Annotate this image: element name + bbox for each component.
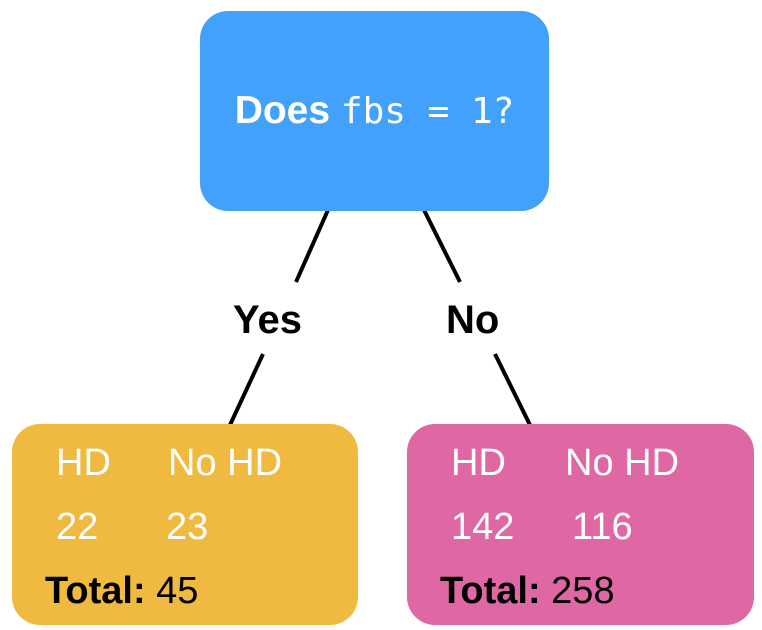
leaf-total-label: Total: — [45, 570, 146, 612]
leaf-value-no-hd: 116 — [572, 506, 633, 548]
leaf-total: Total: 45 — [45, 572, 198, 610]
root-decision-node: Does fbs = 1? — [200, 11, 549, 211]
leaf-total-label: Total: — [440, 570, 541, 612]
branch-label-no: No — [446, 298, 500, 342]
leaf-header-no-hd: No HD — [168, 442, 283, 484]
root-question: Does fbs = 1? — [235, 89, 515, 133]
branch-label-yes: Yes — [233, 298, 302, 342]
edge-root-to-yes — [294, 209, 330, 283]
leaf-total-value: 258 — [551, 570, 615, 612]
leaf-total-value: 45 — [156, 570, 199, 612]
leaf-node-yes: HD No HD 22 23 Total: 45 — [12, 424, 358, 625]
root-question-code: fbs = 1? — [340, 91, 515, 132]
leaf-total: Total: 258 — [440, 572, 615, 610]
leaf-header-no-hd: No HD — [565, 442, 680, 484]
leaf-header-hd: HD — [451, 442, 506, 484]
leaf-node-no: HD No HD 142 116 Total: 258 — [407, 424, 754, 625]
leaf-header-hd: HD — [56, 442, 111, 484]
root-question-prefix: Does — [234, 89, 331, 132]
leaf-value-hd: 142 — [451, 506, 515, 548]
leaf-value-no-hd: 23 — [166, 506, 209, 548]
edge-yes-to-left-leaf — [228, 353, 265, 426]
leaf-value-hd: 22 — [56, 506, 99, 548]
edge-no-to-right-leaf — [493, 353, 532, 426]
edge-root-to-no — [422, 209, 462, 283]
